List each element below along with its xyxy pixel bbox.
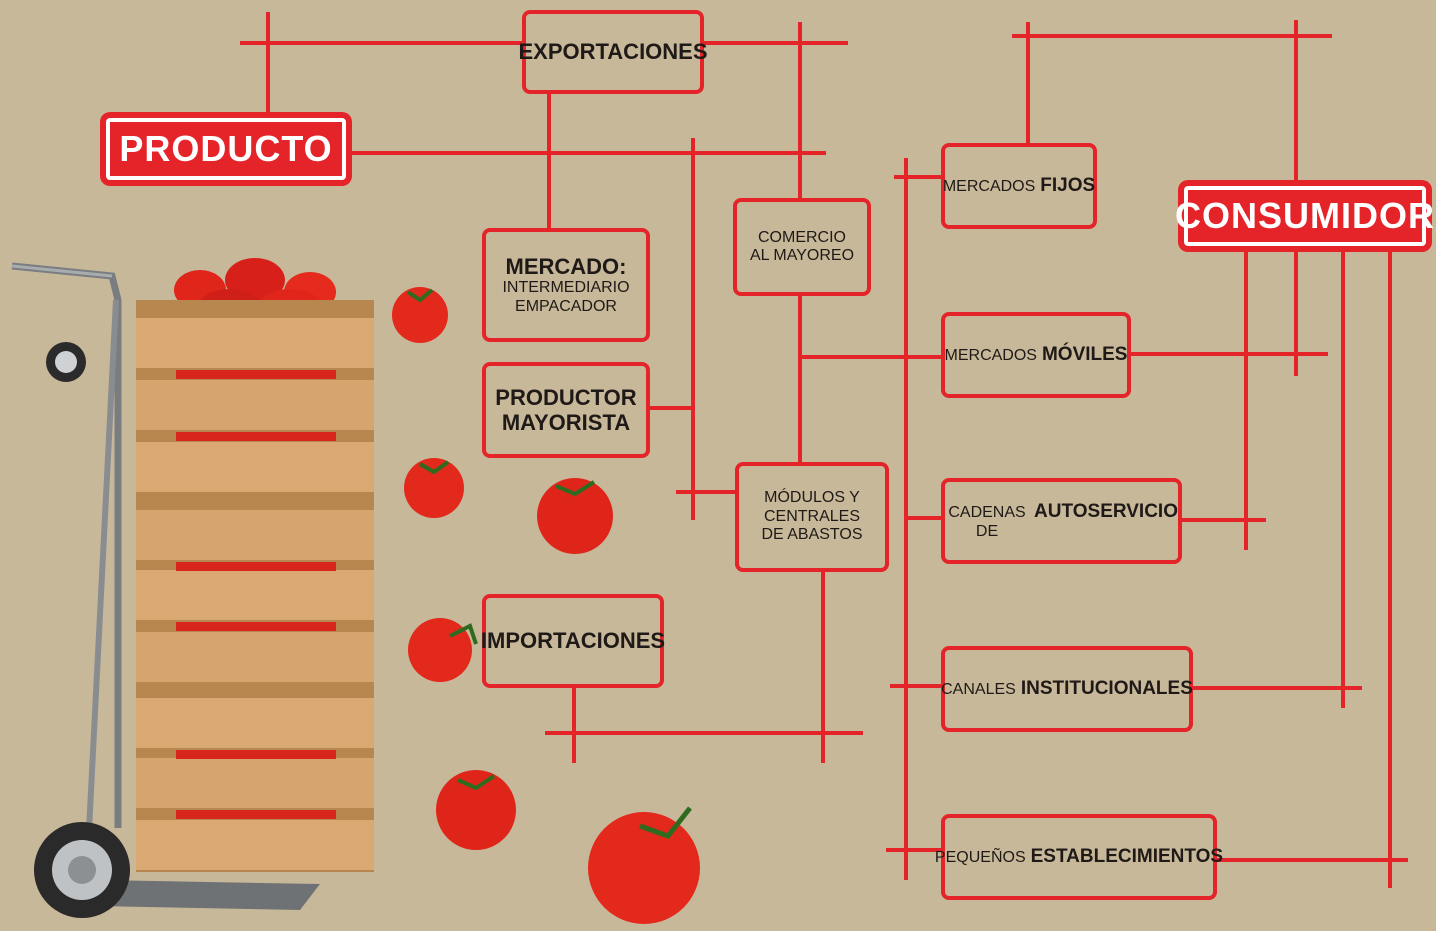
- consumidor-label: CONSUMIDOR: [1175, 180, 1434, 252]
- canal-bold: AUTOSERVICIO: [1034, 501, 1178, 523]
- canal-prefix: MERCADOS: [944, 347, 1037, 365]
- modulos-box: MÓDULOS Y CENTRALES DE ABASTOS: [735, 462, 889, 572]
- importaciones-label: IMPORTACIONES: [480, 628, 666, 654]
- tomato-image-3: [537, 478, 613, 554]
- canal-bold: INSTITUCIONALES: [1020, 678, 1193, 700]
- hand-truck-image: [11, 262, 320, 918]
- mercado-line2: EMPACADOR: [515, 297, 617, 315]
- canal-bold: FIJOS: [1040, 175, 1096, 197]
- canal-bold: ESTABLECIMIENTOS: [1030, 846, 1224, 868]
- modulos-line2: CENTRALES: [763, 507, 861, 525]
- productor-mayorista-box: PRODUCTOR MAYORISTA: [482, 362, 650, 458]
- tomato-image-1: [392, 287, 448, 343]
- mercado-line1: INTERMEDIARIO: [502, 279, 630, 297]
- canal-prefix: CADENAS DE: [948, 504, 1026, 540]
- canal-cadenas-autoservicio-box: CADENAS DE AUTOSERVICIO: [941, 478, 1182, 564]
- comercio-line1: COMERCIO: [758, 228, 846, 246]
- tomato-image-6: [588, 806, 700, 924]
- mercado-title: MERCADO:: [505, 253, 627, 279]
- tomato-crates-image: [136, 258, 374, 872]
- modulos-line1: MÓDULOS Y: [764, 489, 860, 507]
- exportaciones-label: EXPORTACIONES: [518, 39, 708, 65]
- producto-label: PRODUCTO: [100, 112, 352, 186]
- canal-bold: MÓVILES: [1041, 344, 1128, 366]
- modulos-line3: DE ABASTOS: [761, 526, 863, 544]
- canal-prefix: MERCADOS: [942, 178, 1036, 196]
- tomato-image-4: [408, 618, 478, 682]
- comercio-box: COMERCIO AL MAYOREO: [733, 198, 871, 296]
- productor-line1: PRODUCTOR: [495, 384, 637, 410]
- connector-lines: [240, 12, 1408, 888]
- importaciones-box: IMPORTACIONES: [480, 594, 666, 688]
- productor-line2: MAYORISTA: [501, 410, 631, 435]
- canal-prefix: PEQUEÑOS: [934, 849, 1026, 867]
- tomato-image-2: [404, 458, 464, 518]
- mercado-box: MERCADO: INTERMEDIARIO EMPACADOR: [482, 228, 650, 342]
- canal-prefix: CANALES: [941, 681, 1016, 699]
- tomato-image-5: [436, 770, 516, 850]
- comercio-line2: AL MAYOREO: [749, 247, 855, 264]
- exportaciones-box: EXPORTACIONES: [518, 10, 708, 94]
